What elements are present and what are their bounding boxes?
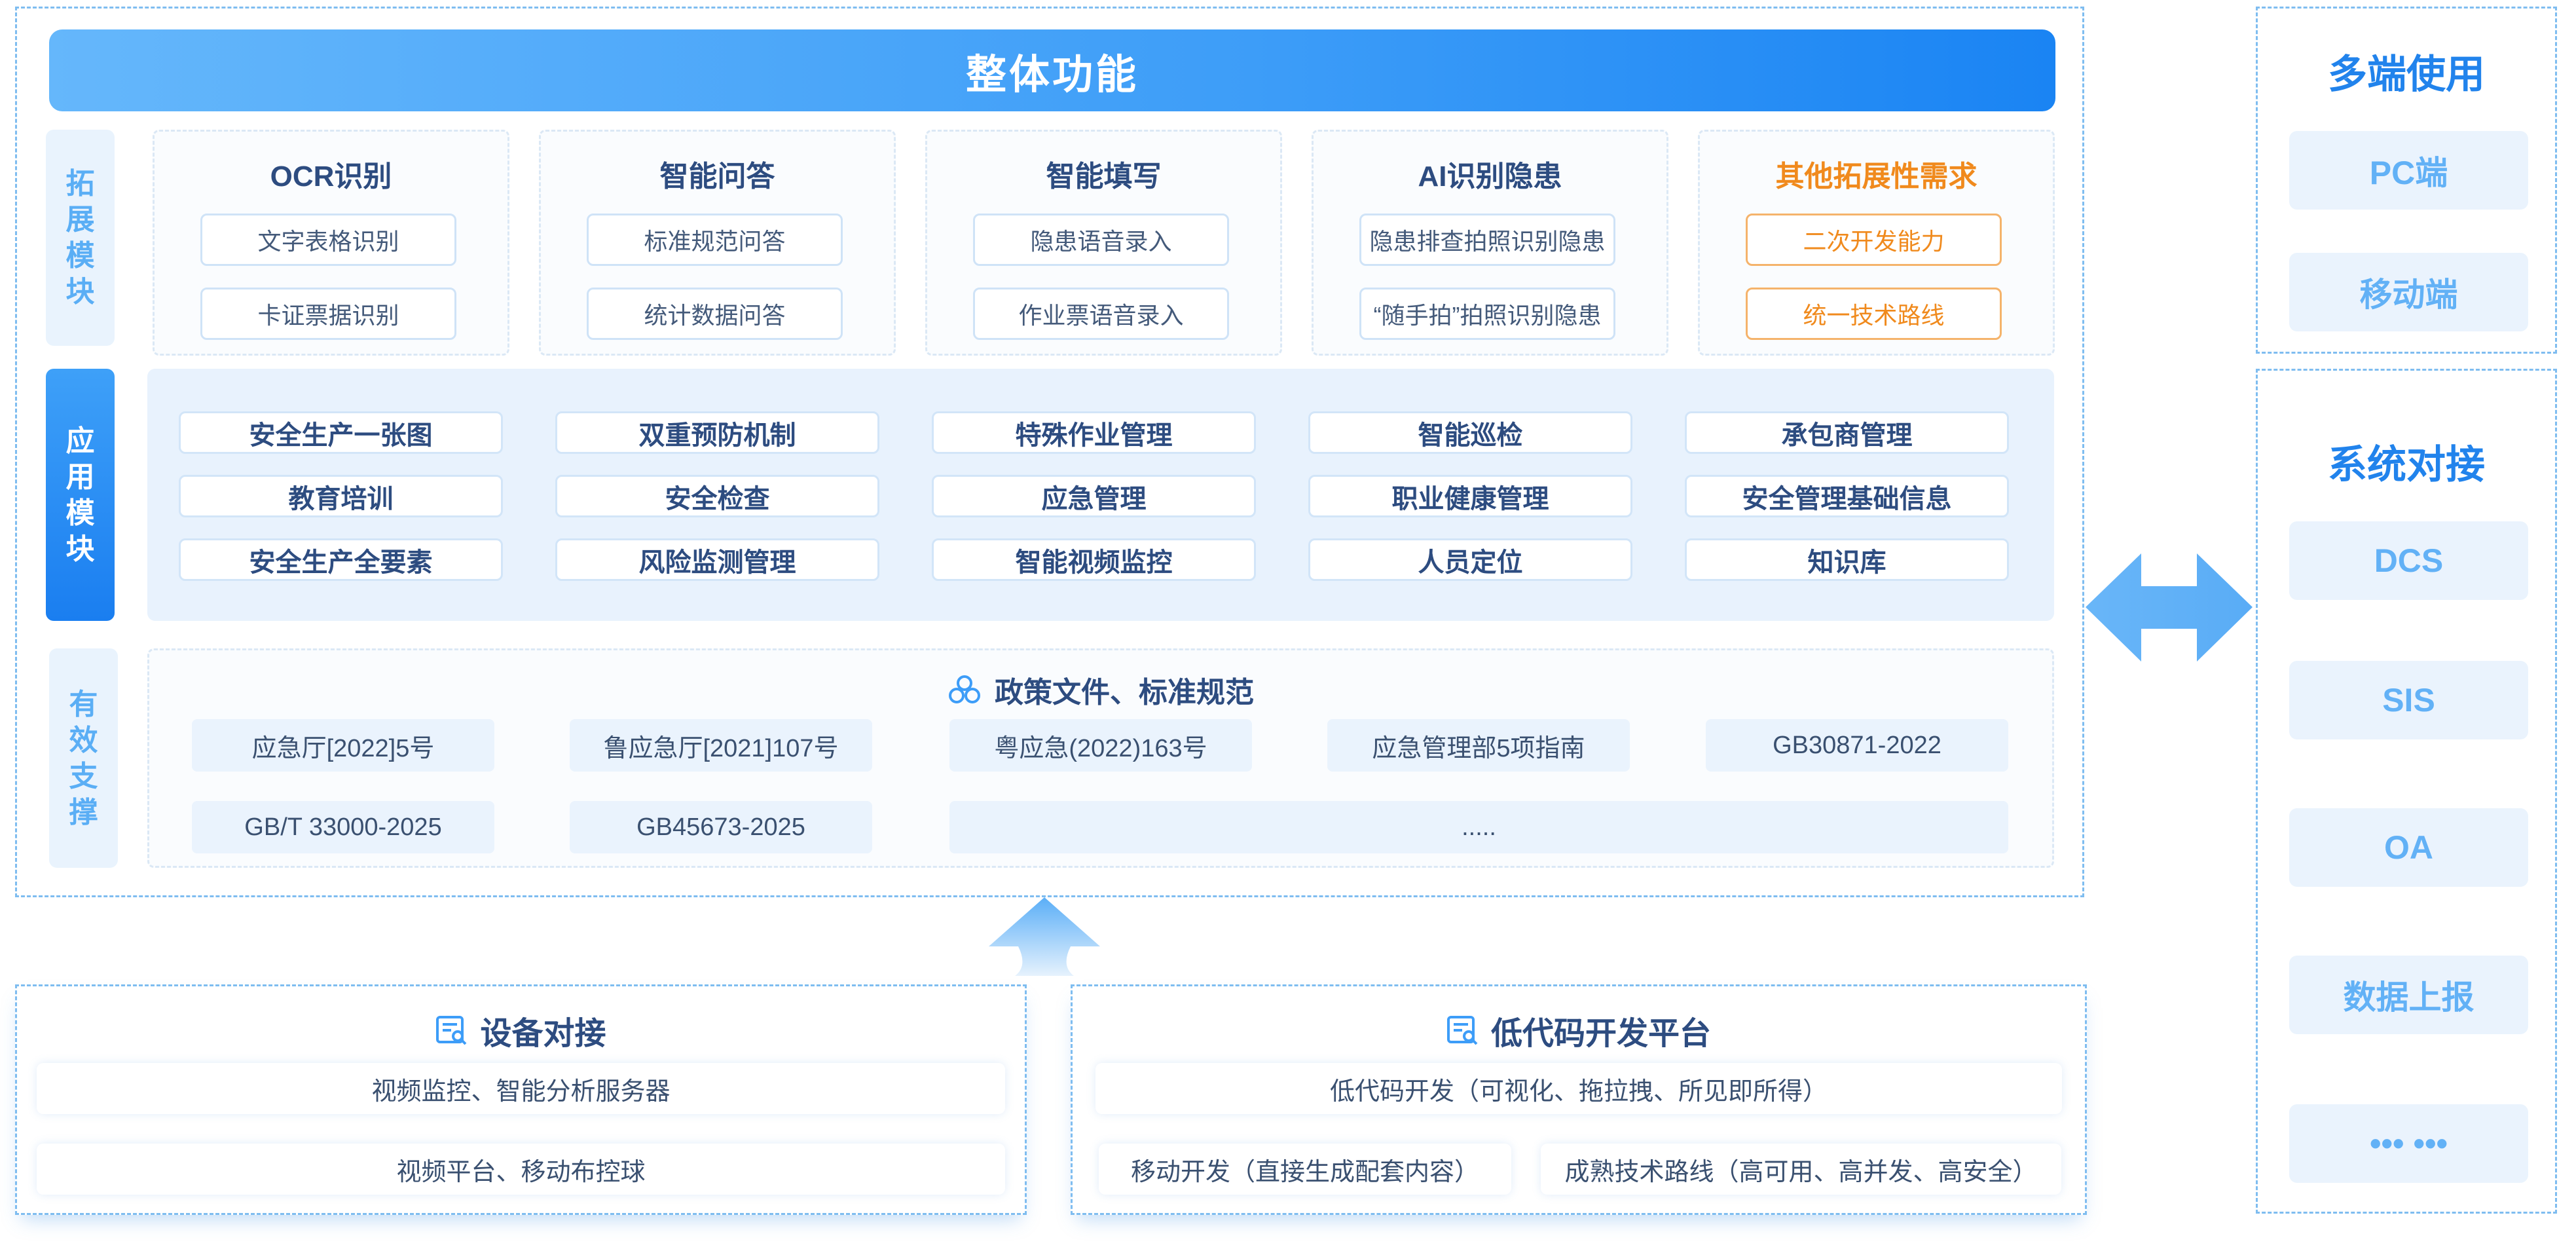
extension-module-title: OCR识别 [270,160,392,193]
extension-item[interactable]: 作业票语音录入 [973,288,1229,340]
system-item-more[interactable]: ••• ••• [2289,1104,2528,1183]
extension-item[interactable]: 隐患语音录入 [973,214,1229,266]
device-integration-title-text: 设备对接 [480,1016,606,1051]
support-item[interactable]: 应急管理部5项指南 [1327,719,1630,772]
extension-item[interactable]: 统计数据问答 [587,288,843,340]
support-item-more[interactable]: ..... [949,801,2008,853]
overall-function-title: 整体功能 [49,29,2055,111]
app-module-button[interactable]: 安全检查 [555,475,879,517]
app-module-button[interactable]: 智能巡检 [1308,411,1632,454]
support-item[interactable]: GB30871-2022 [1706,719,2008,772]
support-title: 政策文件、标准规范 [147,667,2054,713]
side-label-application: 应用模块 [46,369,115,621]
extension-module-title: 智能填写 [1046,160,1162,193]
document-search-icon [1446,1015,1479,1045]
extension-item[interactable]: 统一技术路线 [1746,288,2002,340]
support-item[interactable]: 鲁应急厅[2021]107号 [570,719,872,772]
up-arrow-icon [963,894,1126,976]
side-label-extension: 拓展模块 [46,130,115,346]
side-label-support: 有效支撑 [49,648,118,868]
system-item[interactable]: 数据上报 [2289,956,2528,1034]
system-integration-panel: 系统对接 DCS SIS OA 数据上报 ••• ••• [2256,369,2557,1214]
lowcode-platform-item[interactable]: 成熟技术路线（高可用、高并发、高安全） [1541,1144,2061,1195]
extension-module-title: 其他拓展性需求 [1775,160,1978,193]
lowcode-platform-title-text: 低代码开发平台 [1490,1016,1711,1051]
system-item[interactable]: OA [2289,808,2528,887]
extension-item[interactable]: 文字表格识别 [200,214,456,266]
extension-module-other: 其他拓展性需求 二次开发能力 统一技术路线 [1698,130,2055,356]
app-module-button[interactable]: 知识库 [1685,538,2009,581]
lowcode-platform-item[interactable]: 低代码开发（可视化、拖拉拽、所见即所得） [1095,1063,2062,1114]
application-module-grid: 安全生产一张图 双重预防机制 特殊作业管理 智能巡检 承包商管理 教育培训 安全… [179,411,2009,585]
system-integration-title: 系统对接 [2328,443,2485,487]
app-module-button[interactable]: 特殊作业管理 [932,411,1256,454]
side-label-support-text: 有效支撑 [69,688,98,829]
app-module-button[interactable]: 职业健康管理 [1308,475,1632,517]
extension-item[interactable]: “随手拍”拍照识别隐患 [1359,288,1615,340]
extension-module-ocr: OCR识别 文字表格识别 卡证票据识别 [153,130,509,356]
support-item[interactable]: GB45673-2025 [570,801,872,853]
app-module-button[interactable]: 智能视频监控 [932,538,1256,581]
app-module-button[interactable]: 安全管理基础信息 [1685,475,2009,517]
double-arrow-icon [2086,550,2253,665]
extension-module-title: 智能问答 [659,160,775,193]
app-module-button[interactable]: 安全生产全要素 [179,538,503,581]
device-integration-panel: 设备对接 视频监控、智能分析服务器 视频平台、移动布控球 [15,984,1027,1215]
app-module-button[interactable]: 教育培训 [179,475,503,517]
extension-module-fill: 智能填写 隐患语音录入 作业票语音录入 [925,130,1282,356]
extension-item[interactable]: 卡证票据识别 [200,288,456,340]
support-item[interactable]: GB/T 33000-2025 [192,801,494,853]
lowcode-platform-item[interactable]: 移动开发（直接生成配套内容） [1099,1144,1511,1195]
side-label-application-text: 应用模块 [65,424,95,565]
extension-item[interactable]: 二次开发能力 [1746,214,2002,266]
app-module-button[interactable]: 人员定位 [1308,538,1632,581]
extension-module-qa: 智能问答 标准规范问答 统计数据问答 [539,130,896,356]
extension-item[interactable]: 标准规范问答 [587,214,843,266]
system-item[interactable]: SIS [2289,661,2528,739]
multi-terminal-title: 多端使用 [2328,52,2485,96]
document-search-icon [435,1015,468,1045]
multi-terminal-panel: 多端使用 PC端 移动端 [2256,7,2557,354]
app-module-button[interactable]: 承包商管理 [1685,411,2009,454]
lowcode-platform-title: 低代码开发平台 [1073,1007,2085,1053]
support-item[interactable]: 粤应急(2022)163号 [949,719,1252,772]
support-title-text: 政策文件、标准规范 [995,677,1254,709]
app-module-button[interactable]: 应急管理 [932,475,1256,517]
device-integration-item[interactable]: 视频平台、移动布控球 [37,1144,1005,1195]
side-label-extension-text: 拓展模块 [65,168,95,308]
app-module-button[interactable]: 安全生产一张图 [179,411,503,454]
terminal-item[interactable]: PC端 [2289,131,2528,210]
cluster-icon [948,674,982,705]
overall-function-panel [15,7,2084,897]
extension-module-title: AI识别隐患 [1418,160,1562,193]
device-integration-item[interactable]: 视频监控、智能分析服务器 [37,1063,1005,1114]
lowcode-platform-panel: 低代码开发平台 低代码开发（可视化、拖拉拽、所见即所得） 移动开发（直接生成配套… [1071,984,2087,1215]
extension-module-ai-hazard: AI识别隐患 隐患排查拍照识别隐患 “随手拍”拍照识别隐患 [1312,130,1668,356]
device-integration-title: 设备对接 [17,1007,1025,1053]
support-item[interactable]: 应急厅[2022]5号 [192,719,494,772]
app-module-button[interactable]: 双重预防机制 [555,411,879,454]
app-module-button[interactable]: 风险监测管理 [555,538,879,581]
extension-item[interactable]: 隐患排查拍照识别隐患 [1359,214,1615,266]
system-item[interactable]: DCS [2289,521,2528,600]
terminal-item[interactable]: 移动端 [2289,253,2528,331]
